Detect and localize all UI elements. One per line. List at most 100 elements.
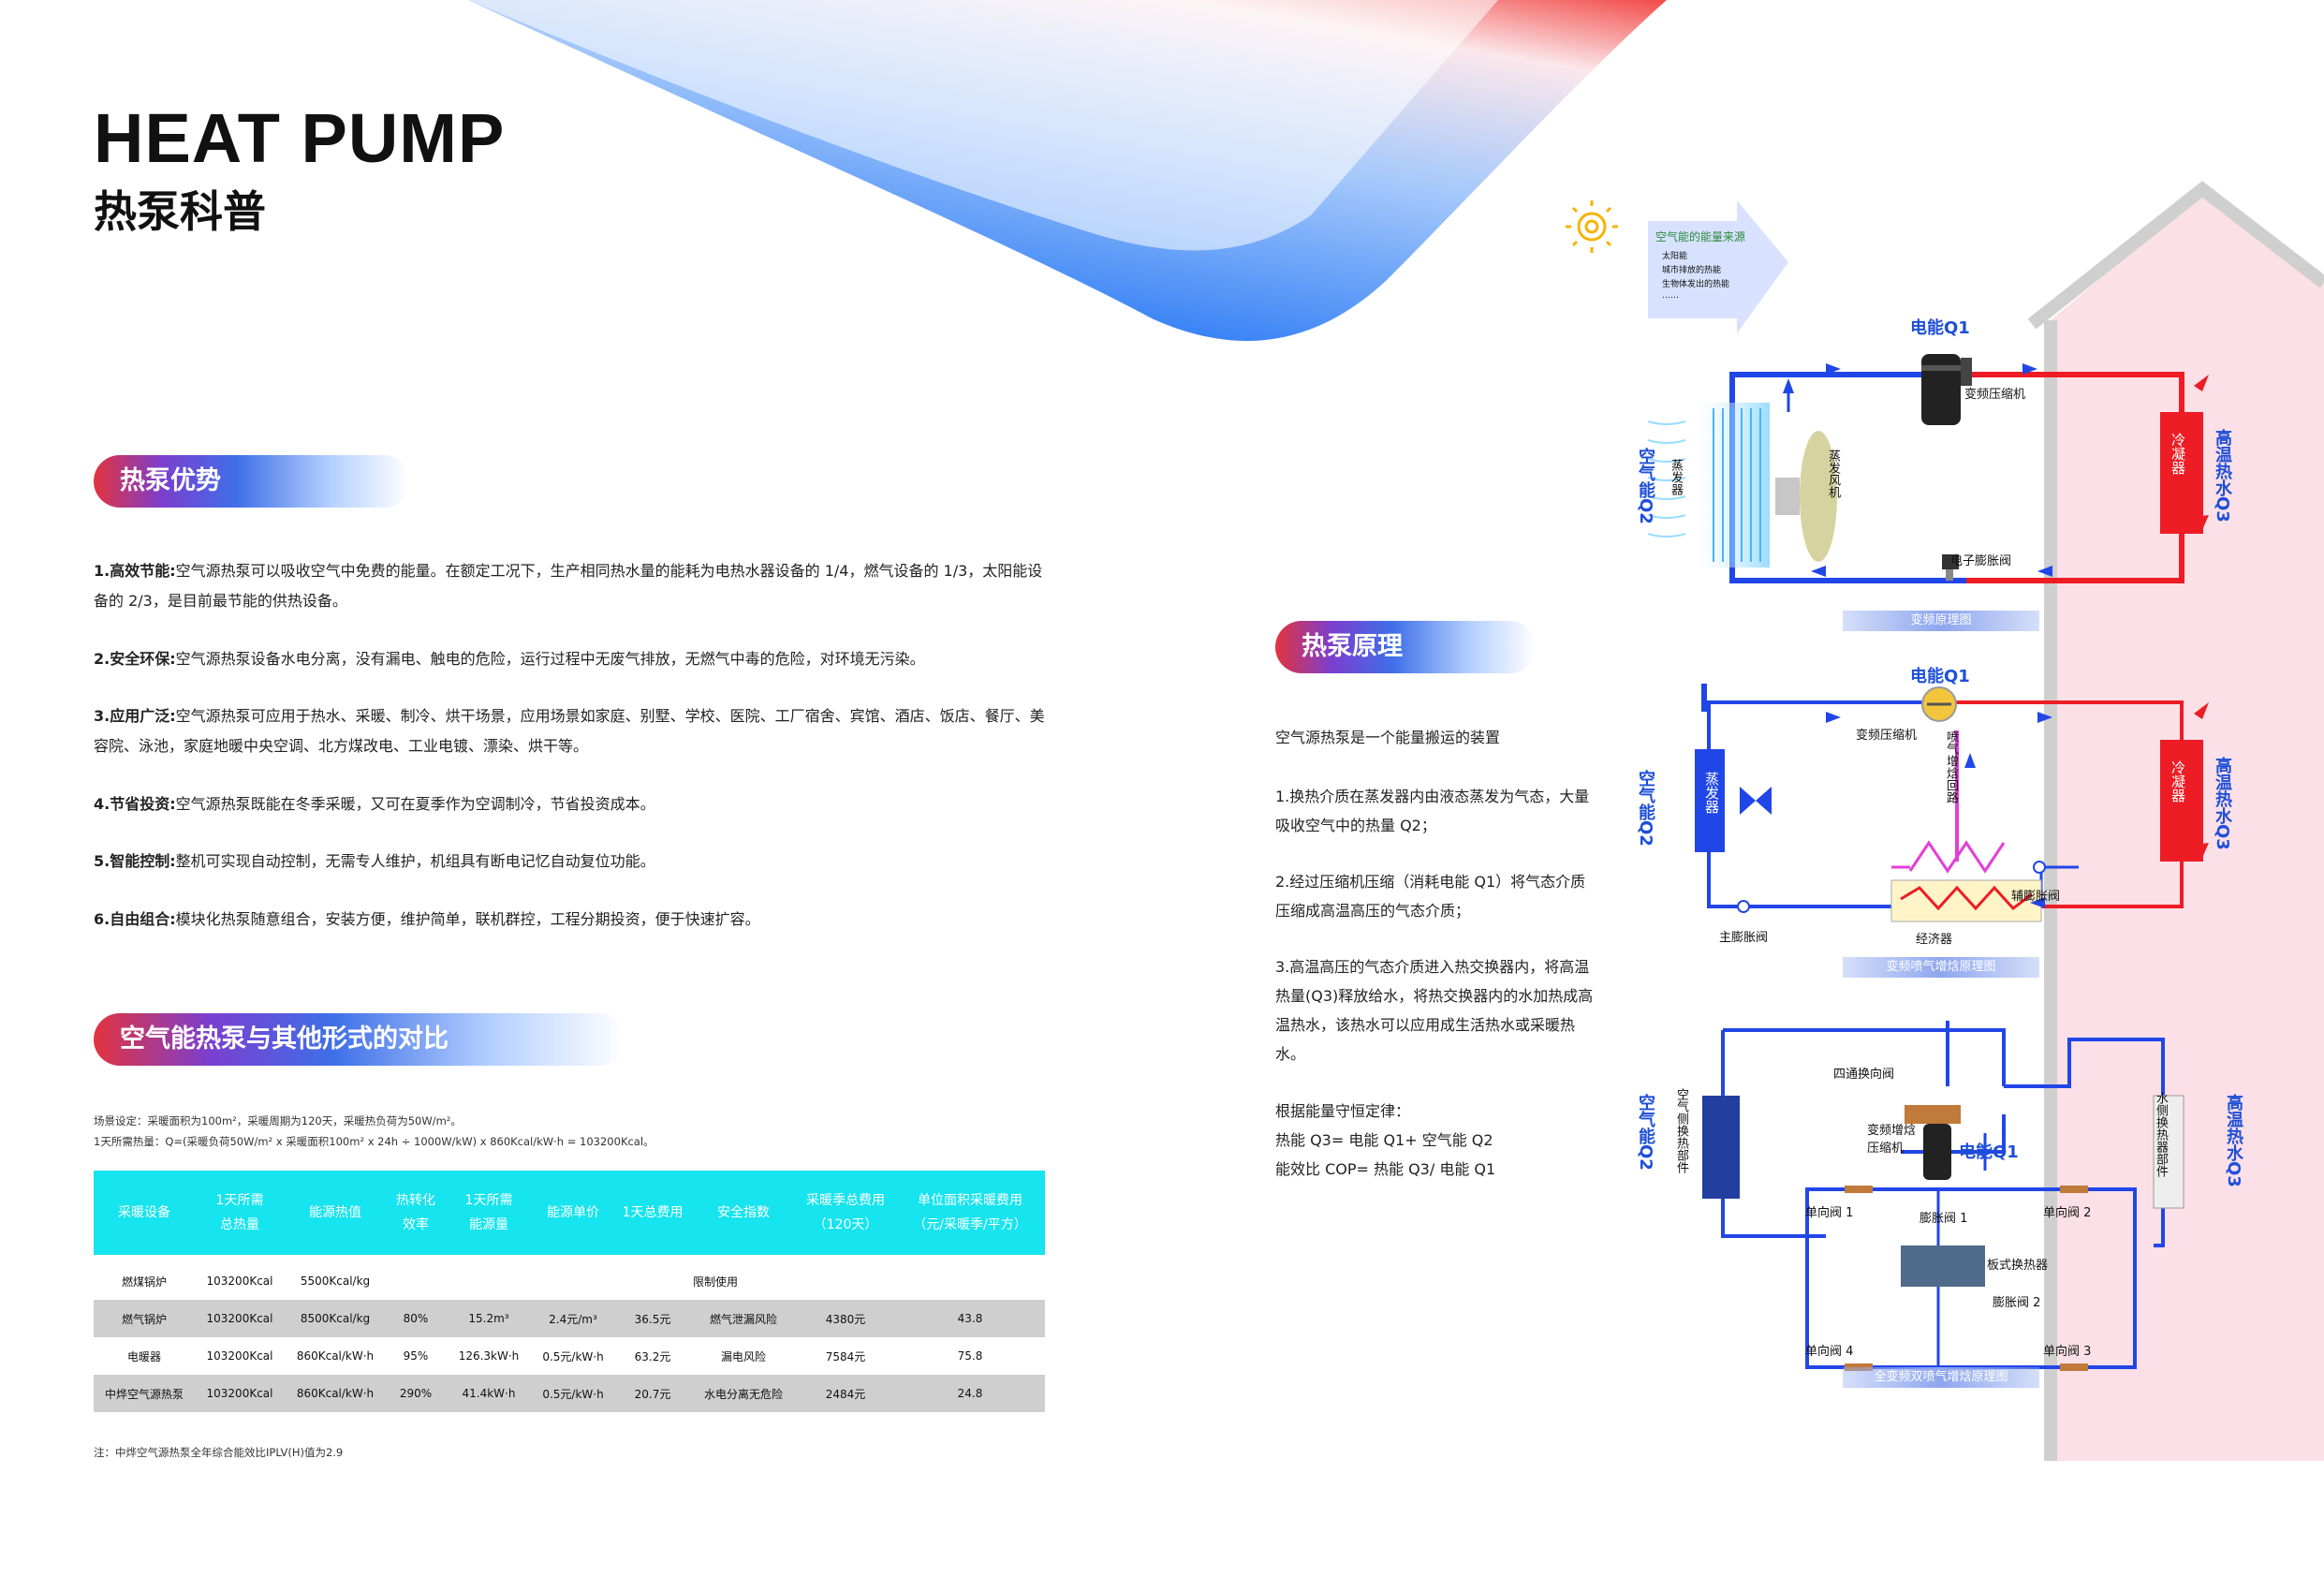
advantage-text: 空气源热泵设备水电分离，没有漏电、触电的危险，运行过程中无废气排放，无燃气中毒的… (175, 650, 925, 668)
table-cell: 2484元 (825, 1387, 866, 1401)
diagram-evi-lines (1695, 686, 2209, 922)
diagram3-check-valve-2-label: 单向阀 2 (2043, 1206, 2092, 1220)
advantage-item-6: 6.自由组合:模块化热泵随意组合，安装方便，维护简单，联机群控，工程分期投资，便… (94, 905, 1049, 935)
energy-source-title: 空气能的能量来源 (1655, 230, 1746, 243)
advantage-item-4: 4.节省投资:空气源热泵既能在冬季采暖，又可在夏季作为空调制冷，节省投资成本。 (94, 789, 1049, 819)
column-header: 采暖季总费用 （120天） (806, 1193, 885, 1232)
electronic-expansion-valve-icon (1942, 554, 1959, 581)
table-footnote: 注：中烨空气源热泵全年综合能效比IPLV(H)值为2.9 (94, 1446, 344, 1459)
evaporator-block (1695, 749, 1725, 852)
table-cell: 7584元 (825, 1349, 866, 1363)
energy-source-item: 城市排放的热能 (1662, 266, 1722, 275)
advantages-heading: 热泵优势 (94, 455, 410, 508)
diagram3-check-valve-4-label: 单向阀 4 (1805, 1345, 1854, 1359)
advantage-item-2: 2.安全环保:空气源热泵设备水电分离，没有漏电、触电的危险，运行过程中无废气排放… (94, 644, 1049, 674)
table-cell: 5500Kcal/kg (285, 1255, 386, 1300)
four-way-valve-icon (1905, 1105, 1961, 1124)
diagram2-economizer-label: 经济器 (1916, 933, 1953, 947)
diagram2-caption: 变频喷气增焓原理图 (1843, 957, 2039, 978)
main-valve-icon (1737, 900, 1750, 913)
diagram3-four-way-label: 四通换向阀 (1833, 1068, 1895, 1082)
advantage-item-3: 3.应用广泛:空气源热泵可应用于热水、采暖、制冷、烘干场景，应用场景如家庭、别墅… (94, 701, 1049, 761)
diagram3-air-exchanger-label: 空气侧换热部件 (1674, 1088, 1688, 1173)
table-cell: 103200Kcal (195, 1255, 285, 1300)
diagram3-q1-label: 电能Q1 (1959, 1142, 2019, 1162)
plate-exchanger-block (1901, 1245, 1985, 1287)
fan-icon (1800, 431, 1837, 562)
diagram-inverter (1647, 354, 2209, 583)
table-cell: 燃煤锅炉 (94, 1255, 195, 1300)
diagram3-expansion-valve-2-label: 膨胀阀 2 (1993, 1296, 2041, 1310)
principle-step-2: 2.经过压缩机压缩（消耗电能 Q1）将气态介质压缩成高温高压的气态介质； (1275, 873, 1586, 920)
table-cell: 漏电风险 (720, 1349, 766, 1363)
principle-step-3: 3.高温高压的气态介质进入热交换器内，将高温热量(Q3)释放给水，将热交换器内的… (1275, 958, 1594, 1063)
table-cell: 36.5元 (634, 1312, 671, 1326)
diagram3-caption: 全变频双喷气增焓原理图 (1843, 1367, 2039, 1388)
sun-icon (1566, 200, 1618, 253)
table-cell: 0.5元/kW·h (542, 1387, 604, 1401)
diagram3-compressor-label: 变频增焓压缩机 (1867, 1124, 1917, 1156)
column-header: 单位面积采暖费用 （元/采暖季/平方） (913, 1193, 1027, 1232)
energy-source-item: …… (1662, 291, 1679, 301)
diagram2-aux-valve-label: 辅膨胀阀 (2011, 890, 2061, 904)
table-cell: 8500Kcal/kg (300, 1312, 371, 1325)
diagram2-q2-label: 空气能Q2 (1636, 770, 1655, 847)
advantage-item-1: 1.高效节能:空气源热泵可以吸收空气中免费的能量。在额定工况下，生产相同热水量的… (94, 556, 1049, 616)
energy-source-item: 太阳能 (1662, 252, 1688, 261)
condenser-block (2160, 412, 2203, 534)
table-cell: 75.8 (957, 1349, 983, 1363)
energy-law-formula-2: 能效比 COP= 热能 Q3/ 电能 Q1 (1275, 1160, 1496, 1178)
column-header: 采暖设备 (118, 1205, 170, 1220)
diagram1-q3-label: 高温热水Q3 (2213, 429, 2232, 523)
table-cell: 290% (399, 1387, 433, 1400)
table-cell: 80% (403, 1312, 429, 1325)
diagram1-caption: 变频原理图 (1843, 611, 2039, 631)
diagram3-expansion-valve-1-label: 膨胀阀 1 (1920, 1212, 1968, 1226)
compressor-icon-3 (1923, 1124, 1951, 1180)
advantage-text: 空气源热泵既能在冬季采暖，又可在夏季作为空调制冷，节省投资成本。 (175, 795, 655, 813)
table-cell: 860Kcal/kW·h (296, 1349, 375, 1363)
diagram1-valve-label: 电子膨胀阀 (1950, 554, 2012, 568)
advantage-text: 空气源热泵可应用于热水、采暖、制冷、烘干场景，应用场景如家庭、别墅、学校、医院、… (94, 707, 1045, 755)
compressor-icon (1921, 354, 1972, 425)
table-header-row: 采暖设备 1天所需 总热量 能源热值 热转化 效率 1天所需 能源量 能源单价 … (94, 1171, 1045, 1259)
energy-law-formula-1: 热能 Q3= 电能 Q1+ 空气能 Q2 (1275, 1131, 1493, 1149)
table-cell: 95% (403, 1349, 429, 1363)
diagram2-condenser-label: 冷凝器 (2170, 760, 2186, 803)
table-cell: 限制使用 (386, 1255, 1045, 1300)
diagram1-fan-label: 蒸发风机 (1826, 450, 1840, 498)
table-cell: 中烨空气源热泵 (104, 1387, 184, 1401)
table-row: 燃气锅炉 103200Kcal 8500Kcal/kg 80% 15.2m³ 2… (94, 1300, 1045, 1337)
column-header: 安全指数 (717, 1205, 770, 1220)
diagram1-condenser-label: 冷凝器 (2170, 433, 2186, 475)
table-cell: 4380元 (825, 1312, 866, 1326)
table-row: 电暖器 103200Kcal 860Kcal/kW·h 95% 126.3kW·… (94, 1337, 1045, 1375)
advantage-title: 5.智能控制: (94, 852, 176, 870)
advantage-title: 2.安全环保: (94, 650, 176, 668)
water-side-exchanger-block (2153, 1095, 2184, 1209)
table-cell: 燃气泄漏风险 (709, 1312, 777, 1326)
energy-law-title: 根据能量守恒定律： (1275, 1102, 1411, 1120)
table-cell: 126.3kW·h (458, 1349, 520, 1363)
diagram3-q3-label: 高温热水Q3 (2224, 1094, 2243, 1187)
table-cell: 860Kcal/kW·h (296, 1387, 375, 1400)
table-row: 中烨空气源热泵 103200Kcal 860Kcal/kW·h 290% 41.… (94, 1375, 1045, 1412)
column-header: 能源单价 (547, 1205, 599, 1220)
advantage-title: 4.节省投资: (94, 795, 176, 813)
table-cell: 15.2m³ (468, 1312, 509, 1325)
table-row: 燃煤锅炉 103200Kcal 5500Kcal/kg 限制使用 (94, 1255, 1045, 1300)
title-chinese: 热泵科普 (94, 186, 266, 237)
principle-step-1: 1.换热介质在蒸发器内由液态蒸发为气态，大量吸收空气中的热量 Q2； (1275, 788, 1590, 834)
diagram-dual-evi (1702, 1021, 2184, 1371)
table-cell: 103200Kcal (206, 1312, 273, 1325)
comparison-heading: 空气能热泵与其他形式的对比 (94, 1013, 625, 1066)
table-cell: 24.8 (957, 1387, 983, 1400)
diagram3-check-valve-1-label: 单向阀 1 (1805, 1206, 1854, 1220)
air-side-exchanger-block (1702, 1096, 1740, 1199)
energy-source-item: 生物体发出的热能 (1662, 280, 1730, 289)
diagrams-canvas (1566, 181, 2324, 1461)
advantage-title: 1.高效节能: (94, 562, 176, 580)
table-cell: 63.2元 (634, 1349, 671, 1363)
table-cell: 2.4元/m³ (549, 1312, 597, 1326)
